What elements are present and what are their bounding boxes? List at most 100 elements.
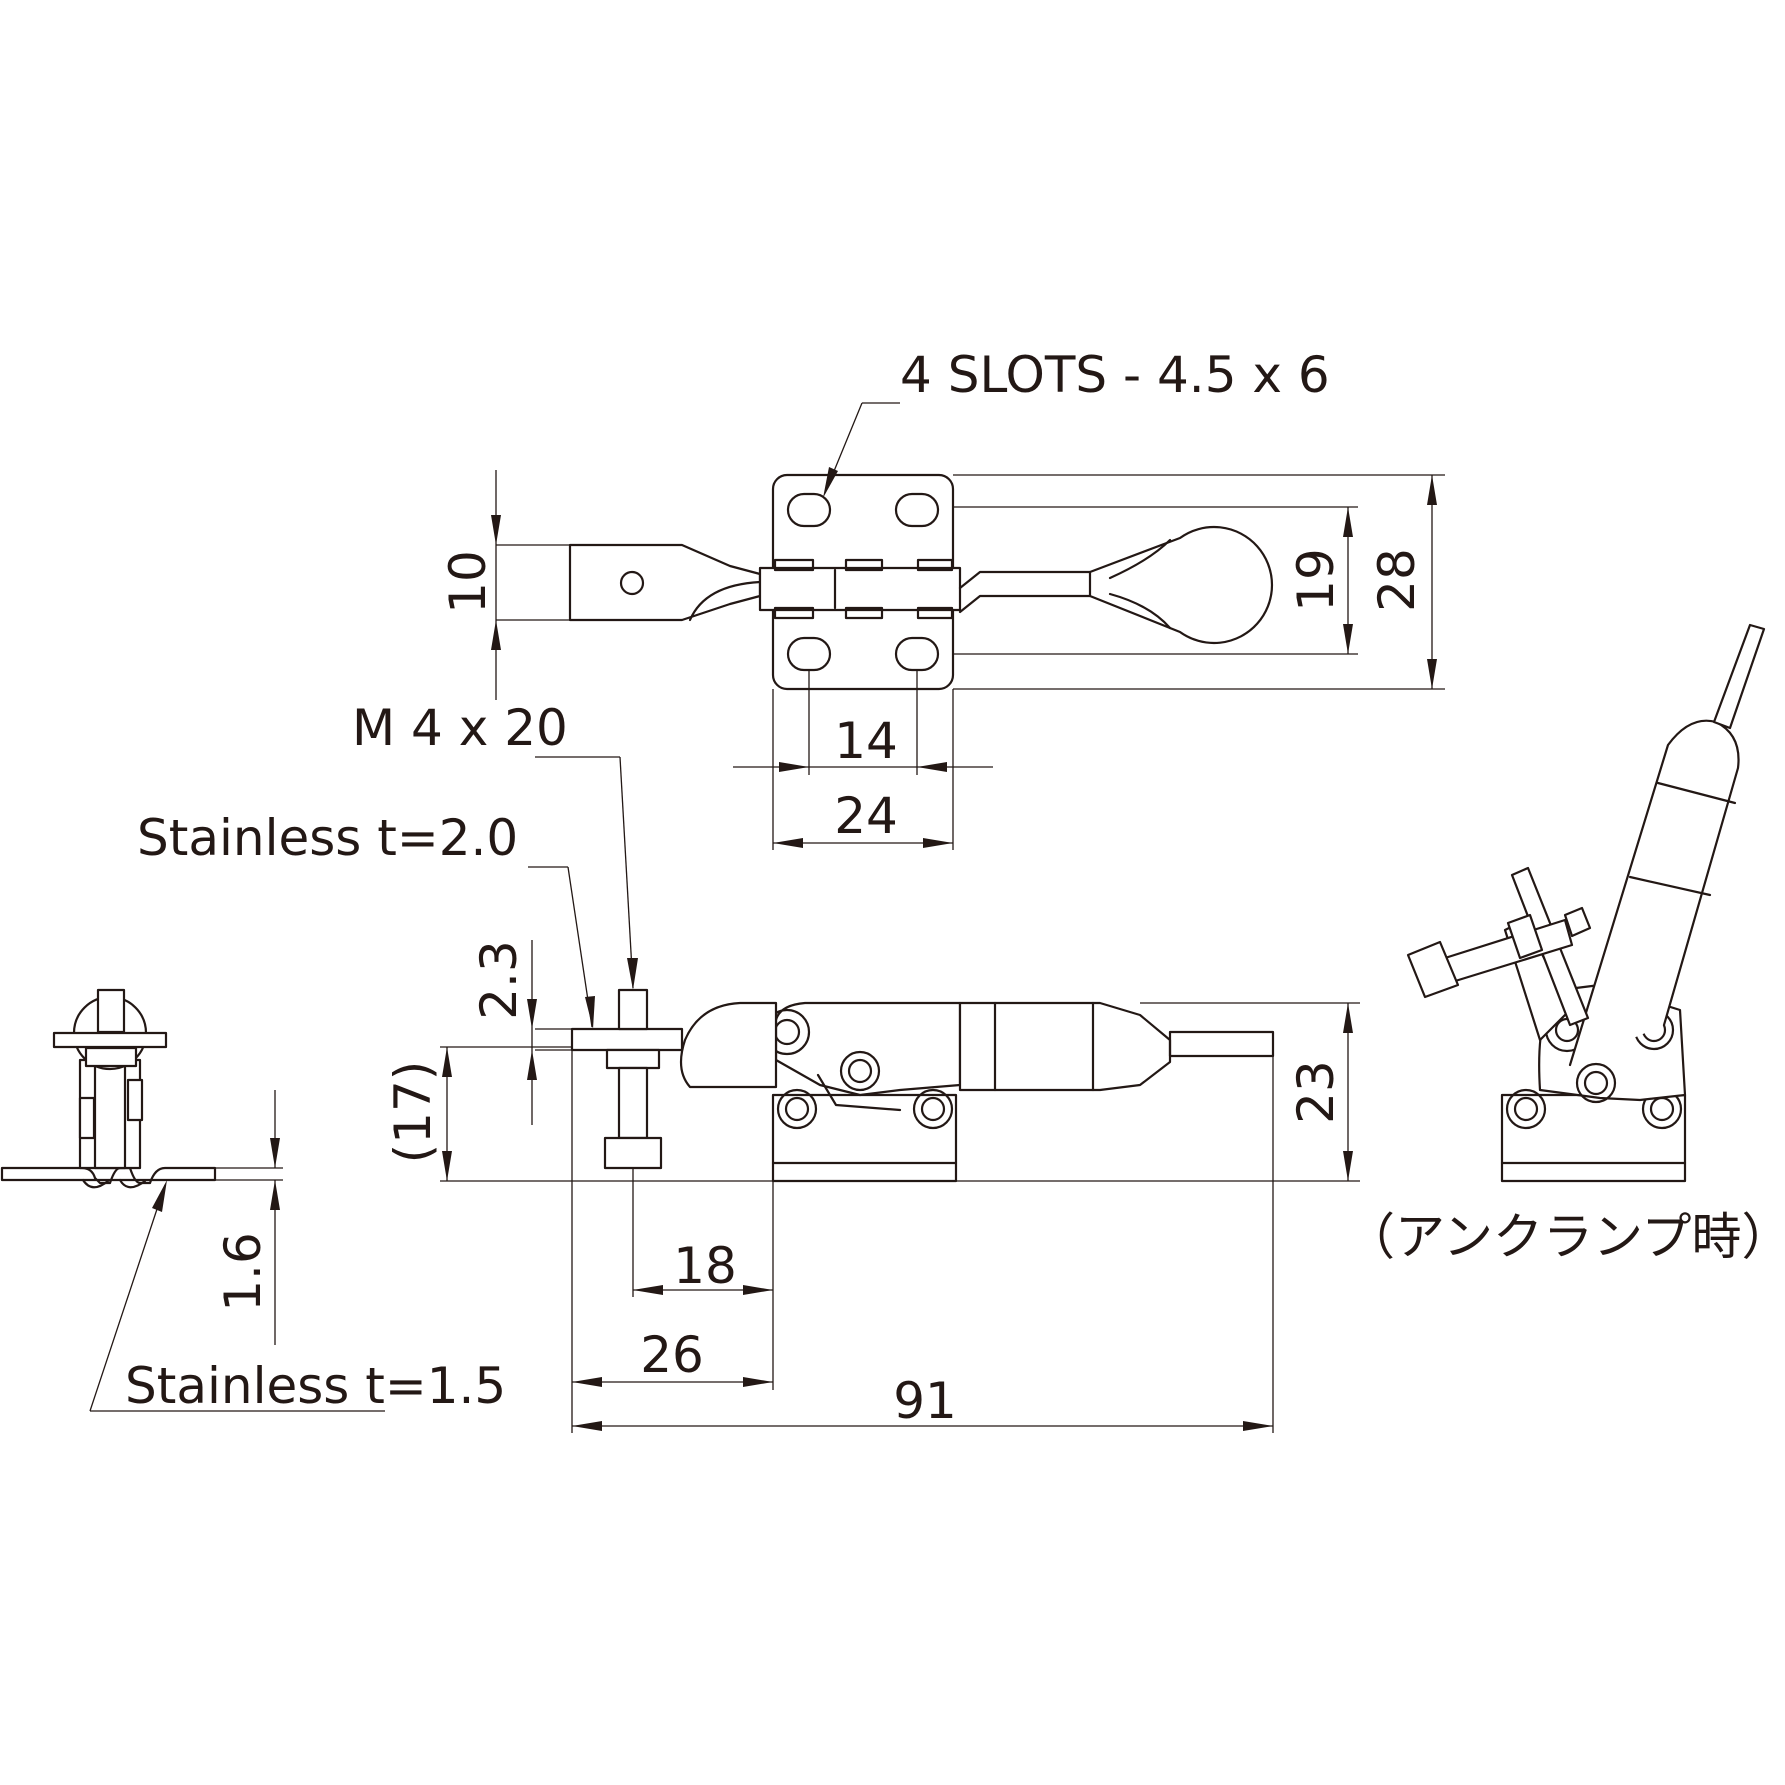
slots-label: 4 SLOTS - 4.5 x 6 <box>900 346 1330 404</box>
dim23-arrow-top <box>1343 1003 1353 1033</box>
side-pivot-1-outer <box>776 1088 818 1130</box>
end-body-inner <box>93 1058 127 1170</box>
end-side-link-right <box>126 1078 144 1122</box>
side-link-bar <box>816 1073 902 1112</box>
dim-14-label: 14 <box>834 712 898 770</box>
side-link-body <box>774 1001 962 1097</box>
slot-top-left <box>786 492 832 528</box>
top-handle-lower <box>958 588 1112 614</box>
dim-28-label: 28 <box>1368 548 1426 612</box>
unclamped-handle <box>1568 719 1740 1067</box>
dim28-arrow-top <box>1427 475 1437 505</box>
unclamped-nut <box>1506 913 1544 960</box>
dim-91-label: 91 <box>893 1372 957 1430</box>
slot-bottom-right <box>894 636 940 672</box>
unclamped-handle-band-1 <box>1656 781 1737 805</box>
dim28-arrow-bottom <box>1427 659 1437 689</box>
unclamped-view: （アンクランプ時） <box>1345 623 1785 1266</box>
dim18-arrow-right <box>743 1285 773 1295</box>
unclamped-bolt-tip <box>1563 906 1592 938</box>
dim17-arrow-top <box>442 1047 452 1077</box>
side-handle-rod <box>1168 1030 1275 1058</box>
top-body <box>758 566 962 612</box>
top-link-e <box>844 606 884 620</box>
arm-leader-arrow <box>585 996 595 1029</box>
end-side-link-left <box>78 1096 96 1140</box>
end-bolt-top <box>96 988 126 1034</box>
dim-10-label: 10 <box>439 550 497 614</box>
dim24-arrow-left <box>773 838 803 848</box>
dim2-3-arrow-bottom <box>527 1050 537 1080</box>
dim14-arrow-right <box>917 762 947 772</box>
unclamped-base <box>1500 1093 1687 1183</box>
dim-19-label: 19 <box>1287 548 1345 612</box>
top-link-f <box>916 606 954 620</box>
dim1-6-arrow-bottom <box>270 1180 280 1210</box>
slot-top-right <box>894 492 940 528</box>
dim10-arrow-top <box>491 515 501 545</box>
dim-2-3-label: 2.3 <box>470 940 528 1020</box>
unclamped-note: （アンクランプ時） <box>1345 1208 1785 1266</box>
side-pivot-2-inner <box>920 1096 946 1122</box>
top-grip-curve-b <box>1108 592 1172 630</box>
end-view-dimensions: 1.6 Stainless t=1.5 <box>89 1090 506 1415</box>
dim24-arrow-right <box>923 838 953 848</box>
base-leader-arrow <box>152 1180 167 1212</box>
dim2-3-arrow-top <box>527 999 537 1029</box>
unclamped-bolt-head <box>1406 940 1460 999</box>
end-cross-bar <box>52 1031 168 1049</box>
top-link-d <box>773 606 815 620</box>
end-nut <box>84 1046 138 1068</box>
unclamped-pivot-2-inner <box>1649 1096 1675 1122</box>
dim18-arrow-left <box>633 1285 663 1295</box>
end-base-bend-left <box>81 1178 110 1189</box>
end-view <box>0 988 217 1189</box>
dim-26-label: 26 <box>640 1326 704 1384</box>
arm-material-label: Stainless t=2.0 <box>137 809 518 867</box>
side-view-dimensions: 2.3 (17) 23 18 26 91 <box>137 699 1360 1433</box>
base-leader-line <box>89 1184 166 1412</box>
side-view <box>570 988 1275 1183</box>
dim-18-label: 18 <box>673 1237 737 1295</box>
side-link-pin2-outer <box>839 1050 881 1092</box>
dim-1-6-label: 1.6 <box>214 1232 272 1312</box>
top-view <box>568 473 1274 691</box>
side-handle <box>958 1001 1172 1092</box>
dim10-arrow-bottom <box>491 620 501 650</box>
top-spindle-arm <box>568 543 762 622</box>
dim14-arrow-left <box>779 762 809 772</box>
unclamped-link-pin2-outer <box>1575 1062 1617 1104</box>
dim91-arrow-left <box>572 1421 602 1431</box>
dim-24-label: 24 <box>834 787 898 845</box>
top-link-a <box>773 558 815 572</box>
end-base-bend-right <box>118 1178 147 1189</box>
top-link-c <box>916 558 954 572</box>
top-arm-hole <box>619 570 645 596</box>
top-handle-grip <box>1088 525 1274 645</box>
top-arm-twist <box>688 580 762 622</box>
slot-bottom-left <box>786 636 832 672</box>
dim1-6-arrow-top <box>270 1138 280 1168</box>
dim-17-label: (17) <box>384 1061 442 1164</box>
top-handle-upper <box>958 570 1112 590</box>
unclamped-handle-band-2 <box>1628 875 1712 897</box>
slots-leader-arrow <box>823 467 838 498</box>
side-spindle-arm <box>679 1001 778 1089</box>
top-view-dimensions: 10 19 28 14 24 4 SLOTS - 4.5 x 6 <box>439 346 1445 850</box>
bolt-label: M 4 x 20 <box>352 699 568 757</box>
unclamped-pivot-1-inner <box>1513 1096 1539 1122</box>
top-grip-curve-a <box>1108 538 1172 580</box>
bolt-leader-line <box>619 756 634 989</box>
dim26-arrow-right <box>743 1377 773 1387</box>
dim19-arrow-top <box>1343 507 1353 537</box>
side-nut-upper <box>605 1048 661 1070</box>
dim91-arrow-right <box>1243 1421 1273 1431</box>
unclamped-pivot-1-outer <box>1505 1088 1547 1130</box>
unclamped-handle-rod <box>1712 623 1766 730</box>
side-pivot-2-outer <box>912 1088 954 1130</box>
side-pivot-1-inner <box>784 1096 810 1122</box>
dim19-arrow-bottom <box>1343 624 1353 654</box>
bolt-leader-arrow <box>627 958 638 990</box>
side-arm-plate <box>570 1027 684 1052</box>
